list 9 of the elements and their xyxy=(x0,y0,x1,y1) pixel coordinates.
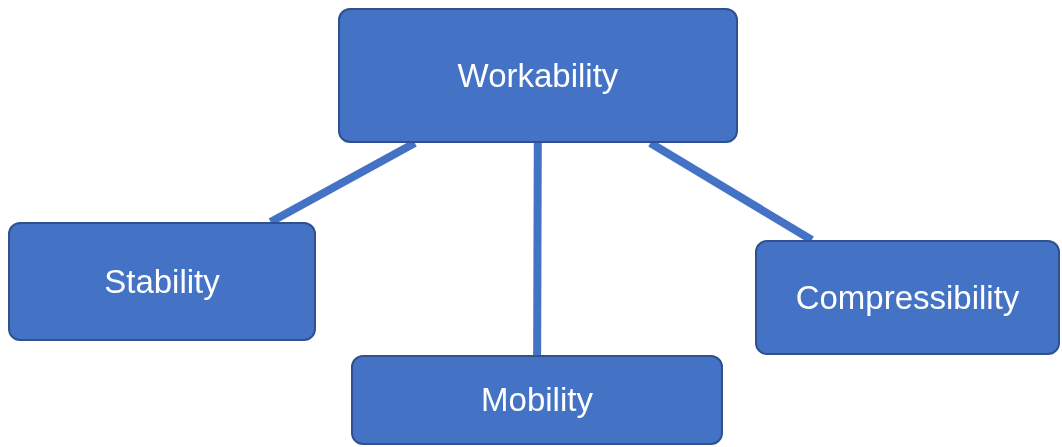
concept-box xyxy=(351,355,723,445)
concept-box xyxy=(755,240,1060,355)
box-label: Stability xyxy=(104,261,220,302)
connector-line xyxy=(533,143,542,355)
box-label: Compressibility xyxy=(795,277,1020,318)
box-label: Mobility xyxy=(481,380,593,421)
concept-box xyxy=(338,8,738,143)
box-label: Workability xyxy=(457,55,619,96)
concept-box xyxy=(8,222,316,341)
